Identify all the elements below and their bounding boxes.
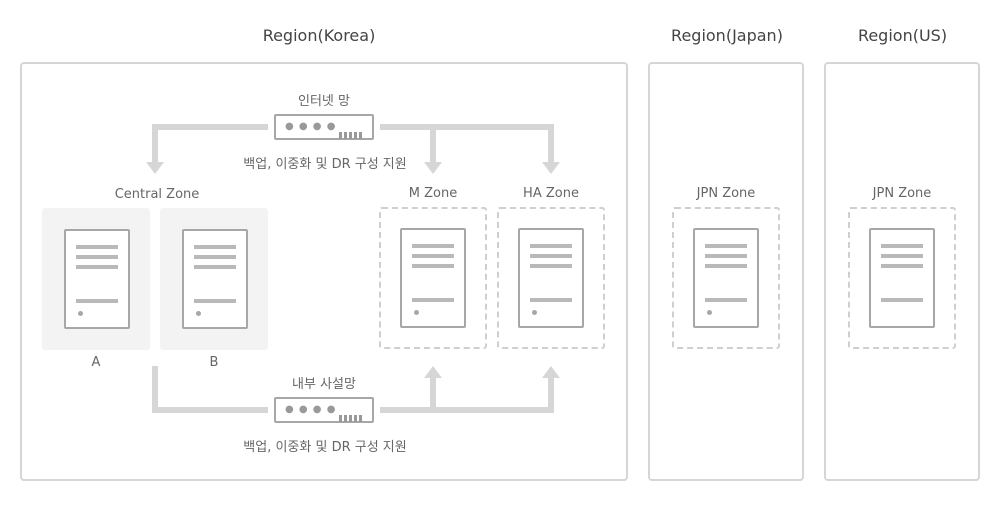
internal-to-central-line	[152, 366, 268, 413]
arrow-up-ha	[542, 366, 560, 378]
server-a-icon	[64, 229, 130, 329]
ha-zone-server-icon	[518, 228, 584, 328]
internet-router: ● ● ● ●	[274, 114, 374, 140]
ha-zone-box	[497, 207, 605, 349]
router-port-bars-icon	[337, 124, 362, 139]
arrow-down-central	[146, 162, 164, 174]
internet-to-ha-line	[380, 124, 554, 162]
server-a-label: A	[91, 355, 101, 370]
us-zone-server-icon	[869, 228, 935, 328]
jpn-zone-label: JPN Zone	[696, 186, 756, 201]
jpn-zone-server-icon	[693, 228, 759, 328]
ha-zone-label: HA Zone	[523, 186, 579, 201]
region-korea-box	[20, 62, 628, 481]
region-us-title: Region(US)	[857, 26, 948, 45]
internal-to-ha-line	[380, 378, 554, 413]
region-korea-title: Region(Korea)	[262, 26, 376, 45]
internet-caption: 백업, 이중화 및 DR 구성 지원	[243, 157, 407, 172]
router-port-bars-icon	[337, 407, 362, 422]
central-zone-label: Central Zone	[114, 187, 200, 202]
us-zone-box	[848, 207, 956, 349]
m-zone-server-icon	[400, 228, 466, 328]
arrow-down-m	[424, 162, 442, 174]
us-zone-label: JPN Zone	[872, 186, 932, 201]
arrow-down-ha	[542, 162, 560, 174]
region-us-box	[824, 62, 980, 481]
jpn-zone-box	[672, 207, 780, 349]
arrow-up-m	[424, 366, 442, 378]
region-japan-title: Region(Japan)	[671, 26, 783, 45]
internal-caption: 백업, 이중화 및 DR 구성 지원	[243, 440, 407, 455]
server-b-label: B	[209, 355, 219, 370]
internal-router: ● ● ● ●	[274, 397, 374, 423]
m-zone-box	[379, 207, 487, 349]
router-led-dots-icon: ● ● ● ●	[285, 121, 337, 132]
router-led-dots-icon: ● ● ● ●	[285, 404, 337, 415]
internet-label: 인터넷 망	[298, 94, 350, 109]
internet-to-central-line	[152, 124, 268, 162]
region-japan-box	[648, 62, 804, 481]
server-b-icon	[182, 229, 248, 329]
internal-network-label: 내부 사설망	[292, 377, 356, 392]
m-zone-label: M Zone	[408, 186, 458, 201]
